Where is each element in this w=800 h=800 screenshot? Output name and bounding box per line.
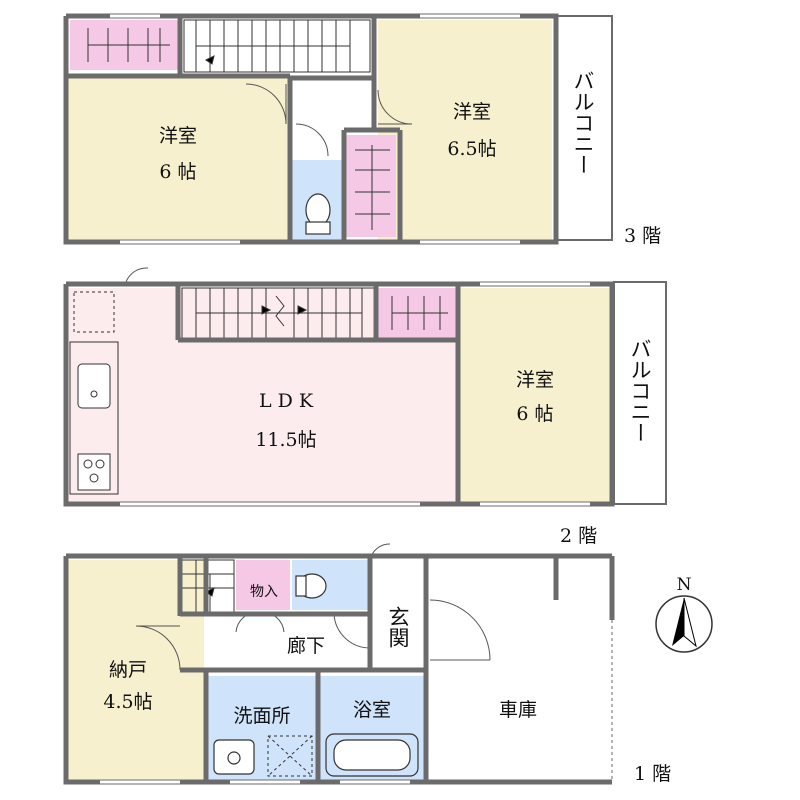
floor-1: 納戸 4.5帖 物入 廊下 玄関 洗面所 浴室 車庫 1 階 (63, 543, 671, 785)
label-bathroom: 浴室 (353, 699, 391, 721)
washer-space (267, 735, 313, 777)
label-ldk-size: 11.5帖 (255, 429, 316, 451)
label-balcony-3f: バルコニー (571, 70, 595, 175)
label-western-2f-name: 洋室 (516, 369, 554, 391)
label-ldk-name: L D K (259, 390, 314, 412)
label-closet-1f: 物入 (250, 584, 278, 600)
balcony-2f (613, 281, 667, 505)
label-floor-3: 3 階 (624, 225, 661, 247)
label-western-6-5-size: 6.5帖 (447, 138, 496, 160)
label-storage-size: 4.5帖 (103, 691, 152, 713)
label-western-6-size: 6 帖 (159, 161, 196, 183)
floor-2: L D K 11.5帖 洋室 6 帖 バルコニー 2 階 (63, 267, 667, 547)
fridge-space (73, 291, 115, 333)
label-hallway: 廊下 (287, 635, 325, 657)
room-western-6-fill (68, 78, 290, 240)
label-garage: 車庫 (499, 699, 537, 721)
label-entrance: 玄関 (386, 606, 410, 648)
kitchen-counter (69, 341, 119, 495)
compass-label: N (677, 575, 692, 595)
label-western-6-5-name: 洋室 (453, 101, 491, 123)
label-floor-2: 2 階 (560, 525, 597, 547)
floor-3: 洋室 6 帖 洋室 6.5帖 バルコニー 3 階 (63, 13, 661, 247)
room-western-6-5-fill (378, 20, 552, 240)
label-western-6-name: 洋室 (159, 125, 197, 147)
closet-marks-3f (87, 28, 390, 230)
north-arrow-icon (672, 598, 684, 646)
closet-marks-2f (391, 296, 448, 330)
compass: N (655, 575, 713, 653)
windows-2f (120, 282, 590, 506)
toilet-1f-icon (295, 573, 327, 599)
doors-2f (125, 267, 149, 283)
washbasin-icon (213, 739, 255, 775)
label-balcony-2f: バルコニー (628, 338, 652, 443)
toilet-icon (305, 193, 331, 235)
bathtub-icon (325, 733, 419, 777)
room-western-2f-fill (460, 288, 610, 502)
windows-3f (110, 14, 520, 244)
label-floor-1: 1 階 (634, 763, 671, 785)
label-western-2f-size: 6 帖 (516, 403, 553, 425)
walls-1f (63, 553, 615, 785)
label-washroom: 洗面所 (233, 705, 290, 727)
balcony-3f (556, 15, 613, 241)
stairs-3f (183, 19, 371, 73)
closet-3f-side (346, 135, 396, 237)
doors-3f (245, 83, 413, 157)
walls-2f (63, 281, 615, 507)
walls-3f (63, 13, 559, 245)
label-storage-name: 納戸 (109, 659, 147, 681)
closet-1f (236, 560, 290, 610)
